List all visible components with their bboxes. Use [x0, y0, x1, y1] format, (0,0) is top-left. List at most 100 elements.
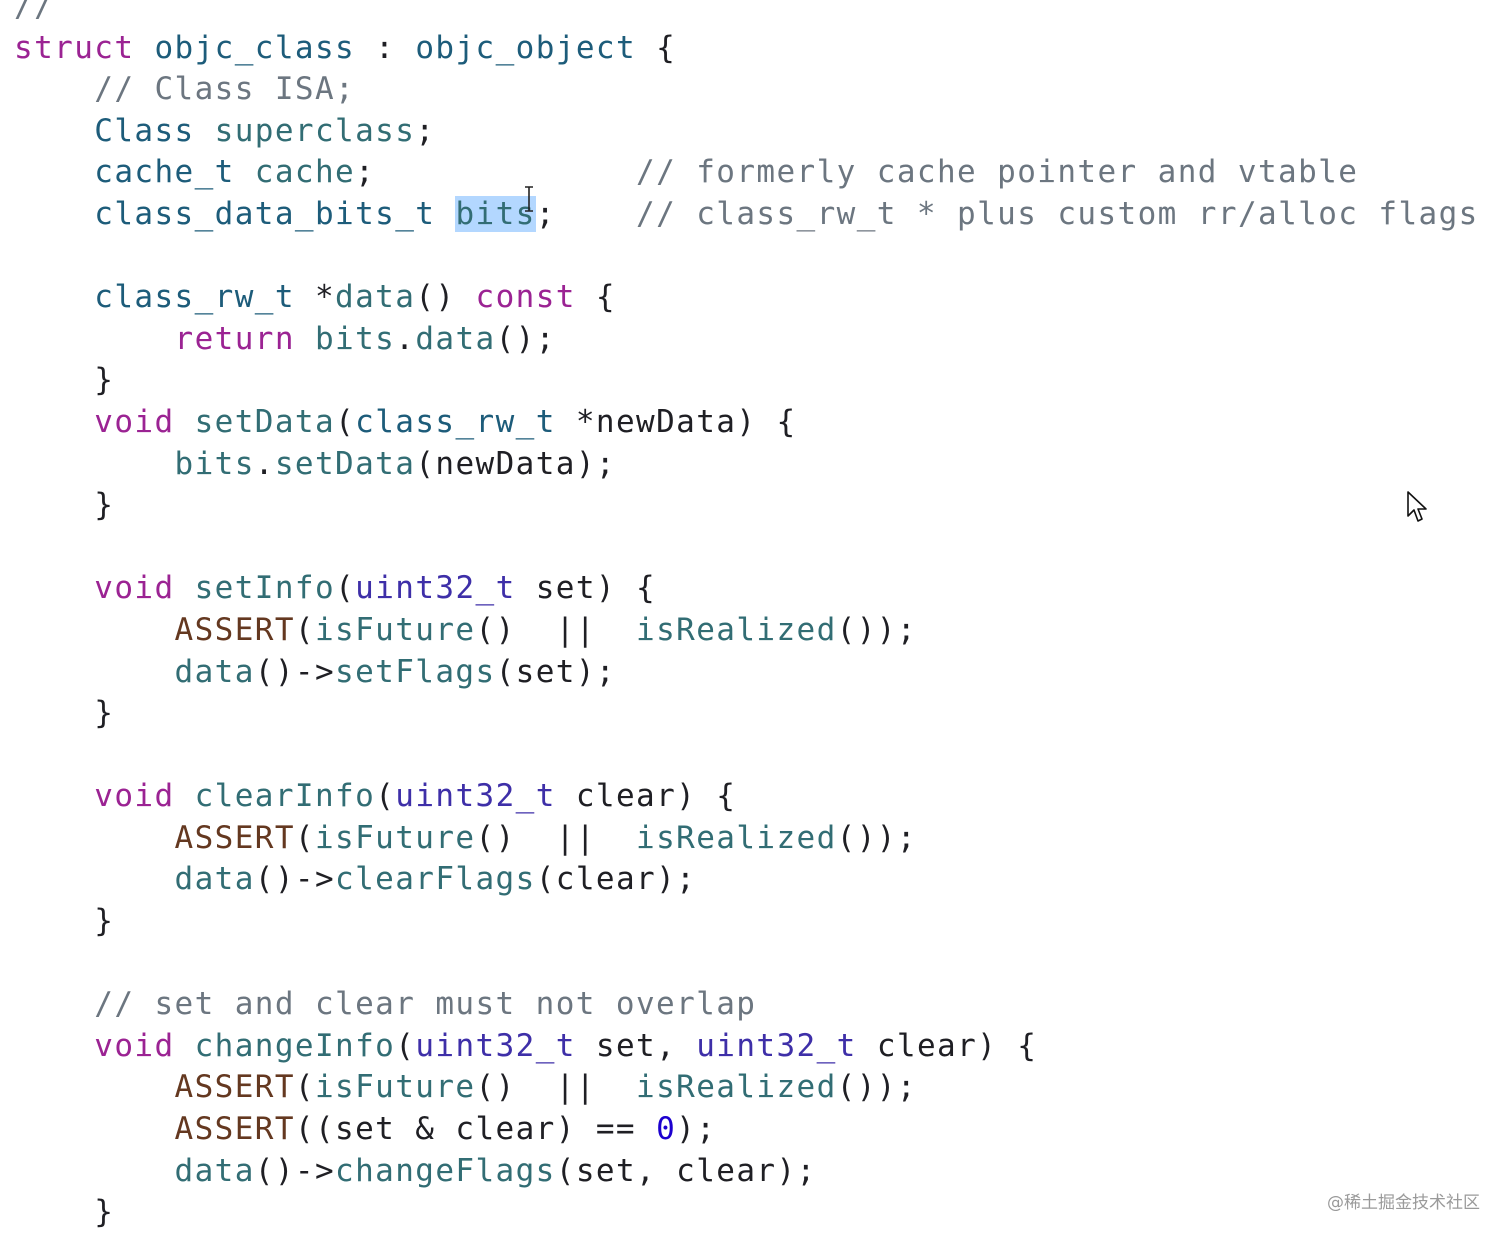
code-text-area[interactable]: // struct objc_class : objc_object { // C… — [14, 0, 1479, 1234]
code-line[interactable] — [14, 735, 1479, 777]
code-token: . — [395, 320, 416, 357]
watermark: @稀土掘金技术社区 — [1327, 1193, 1480, 1213]
code-line[interactable]: data()->changeFlags(set, clear); — [14, 1151, 1479, 1193]
code-token: (set, clear); — [555, 1152, 817, 1189]
code-line[interactable]: } — [14, 1192, 1479, 1234]
code-token: void — [94, 570, 175, 607]
code-token: objc_class — [154, 29, 356, 66]
code-token: ()); — [836, 1069, 917, 1106]
code-token — [14, 1153, 175, 1189]
code-token — [195, 113, 215, 149]
code-token: (set); — [495, 653, 616, 690]
code-token: clearFlags — [335, 861, 536, 898]
code-token: *newData) { — [555, 403, 797, 440]
code-token: clear) { — [856, 1027, 1038, 1064]
code-token: ); — [676, 1111, 717, 1148]
code-line[interactable]: cache_t cache; // formerly cache pointer… — [14, 152, 1479, 194]
code-line[interactable]: void setData(class_rw_t *newData) { — [14, 402, 1479, 444]
code-token: } — [14, 362, 115, 399]
code-line[interactable]: data()->clearFlags(clear); — [14, 859, 1479, 901]
code-line[interactable]: void clearInfo(uint32_t clear) { — [14, 776, 1479, 818]
code-token: ( — [375, 778, 396, 815]
code-token: isFuture — [314, 819, 476, 856]
code-token: } — [14, 487, 115, 524]
code-line[interactable]: ASSERT(isFuture() || isRealized()); — [14, 1067, 1479, 1109]
code-token: () || — [475, 1069, 637, 1106]
code-line[interactable]: data()->setFlags(set); — [14, 652, 1479, 694]
code-token: clear) { — [555, 778, 737, 815]
code-token: ( — [335, 403, 356, 440]
code-token — [14, 778, 94, 814]
code-line[interactable]: ASSERT((set & clear) == 0); — [14, 1109, 1479, 1151]
code-token: ; — [355, 154, 637, 191]
code-token: } — [14, 695, 115, 732]
code-line[interactable]: } — [14, 360, 1479, 402]
code-line[interactable]: class_data_bits_t bits; // class_rw_t * … — [14, 194, 1479, 236]
code-token: isRealized — [636, 611, 837, 648]
code-line[interactable]: // set and clear must not overlap — [14, 984, 1479, 1026]
code-token: ()); — [836, 611, 917, 648]
code-line[interactable] — [14, 527, 1479, 569]
code-token: class_rw_t — [94, 279, 295, 316]
code-token: setData — [194, 403, 336, 440]
code-token: const — [475, 279, 576, 316]
code-token — [175, 778, 195, 814]
code-token: } — [14, 903, 115, 940]
code-token: // set and clear must not overlap — [94, 986, 757, 1023]
code-line[interactable]: class_rw_t *data() const { — [14, 277, 1479, 319]
code-token: ( — [294, 819, 315, 856]
code-token: uint32_t — [696, 1027, 857, 1064]
code-line[interactable]: void setInfo(uint32_t set) { — [14, 568, 1479, 610]
code-token: bits — [314, 320, 396, 357]
code-token: ASSERT — [174, 819, 295, 856]
code-token: void — [94, 403, 175, 440]
code-token: changeInfo — [194, 1027, 396, 1064]
code-line[interactable]: // Class ISA; — [14, 69, 1479, 111]
code-token: data — [174, 861, 255, 898]
code-token — [14, 321, 175, 357]
code-token: cache — [254, 154, 356, 191]
code-line[interactable]: return bits.data(); — [14, 319, 1479, 361]
code-token: uint32_t — [415, 1027, 576, 1064]
code-token — [14, 404, 94, 440]
code-token: ASSERT — [174, 1069, 295, 1106]
code-token: set) { — [515, 570, 657, 607]
code-line[interactable]: } — [14, 693, 1479, 735]
code-line[interactable]: } — [14, 901, 1479, 943]
code-token: setFlags — [335, 653, 496, 690]
code-token: cache_t — [94, 154, 235, 191]
code-line[interactable]: bits.setData(newData); — [14, 444, 1479, 486]
code-token — [175, 404, 195, 440]
code-token: return — [174, 320, 295, 357]
code-token: superclass — [214, 112, 416, 149]
code-token: data — [174, 1152, 255, 1189]
code-token — [14, 1111, 175, 1147]
code-token: isFuture — [314, 1069, 476, 1106]
code-token: (newData); — [415, 445, 616, 482]
code-line[interactable] — [14, 236, 1479, 278]
code-token: ()-> — [254, 1152, 336, 1189]
code-line[interactable]: Class superclass; — [14, 111, 1479, 153]
code-token: } — [14, 1194, 115, 1231]
code-line[interactable]: ASSERT(isFuture() || isRealized()); — [14, 818, 1479, 860]
code-token — [175, 570, 195, 606]
code-token: objc_object — [415, 29, 637, 66]
code-line[interactable]: ASSERT(isFuture() || isRealized()); — [14, 610, 1479, 652]
code-token: // — [14, 0, 55, 24]
code-token: data — [335, 279, 416, 316]
code-line[interactable] — [14, 943, 1479, 985]
code-token: data — [174, 653, 255, 690]
code-token — [295, 321, 315, 357]
code-token: ((set & clear) == — [294, 1111, 657, 1148]
code-token: ()); — [836, 819, 917, 856]
code-line[interactable]: // — [14, 0, 1479, 28]
code-token: struct — [14, 29, 135, 66]
code-token — [14, 279, 94, 315]
code-line[interactable]: } — [14, 485, 1479, 527]
code-token: setInfo — [194, 570, 336, 607]
code-line[interactable]: struct objc_class : objc_object { — [14, 28, 1479, 70]
code-token — [14, 820, 175, 856]
code-token: ASSERT — [174, 611, 295, 648]
code-line[interactable]: void changeInfo(uint32_t set, uint32_t c… — [14, 1026, 1479, 1068]
